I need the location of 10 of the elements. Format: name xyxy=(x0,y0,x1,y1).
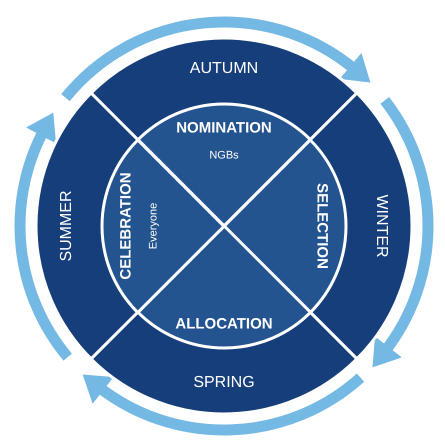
phase-subtitle: Everyone xyxy=(148,202,160,250)
phase-title: SELECTION xyxy=(314,183,330,269)
phase-title: CELEBRATION xyxy=(118,172,134,280)
season-label: WINTER xyxy=(373,194,389,258)
phase-title: NOMINATION xyxy=(176,120,272,136)
phase-subtitle: NGBs xyxy=(209,150,239,162)
season-label: AUTUMN xyxy=(190,61,258,77)
season-label: SPRING xyxy=(193,375,255,391)
season-label: SUMMER xyxy=(59,190,75,262)
phase-title: ALLOCATION xyxy=(175,316,273,332)
